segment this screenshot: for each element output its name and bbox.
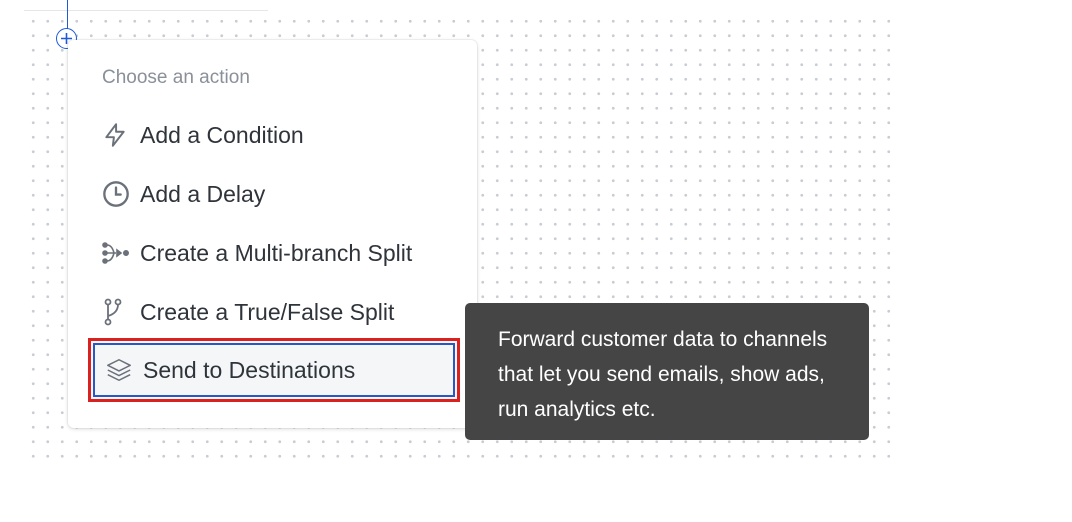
branch-split-icon (102, 298, 130, 326)
menu-item-add-delay[interactable]: Add a Delay (102, 174, 462, 214)
menu-item-label: Create a True/False Split (140, 298, 395, 325)
flow-connector-line (67, 0, 68, 30)
layers-icon (105, 356, 133, 384)
plus-icon (61, 33, 72, 44)
menu-item-label: Create a Multi-branch Split (140, 239, 413, 266)
menu-item-send-to-destinations[interactable]: Send to Destinations (88, 338, 460, 402)
action-menu: Choose an action Add a Condition Add a D… (68, 40, 477, 428)
menu-item-true-false-split[interactable]: Create a True/False Split (102, 292, 462, 332)
destinations-tooltip: Forward customer data to channels that l… (465, 303, 869, 440)
multi-branch-icon (102, 239, 130, 267)
menu-item-label: Send to Destinations (143, 356, 356, 383)
menu-item-label: Add a Condition (140, 121, 304, 148)
canvas-top-border (24, 10, 268, 11)
menu-title: Choose an action (102, 67, 250, 88)
menu-item-add-condition[interactable]: Add a Condition (102, 115, 462, 155)
lightning-icon (102, 121, 130, 149)
clock-icon (102, 180, 130, 208)
menu-item-multi-branch-split[interactable]: Create a Multi-branch Split (102, 233, 462, 273)
tooltip-text: Forward customer data to channels that l… (498, 328, 828, 421)
menu-item-label: Add a Delay (140, 180, 266, 207)
